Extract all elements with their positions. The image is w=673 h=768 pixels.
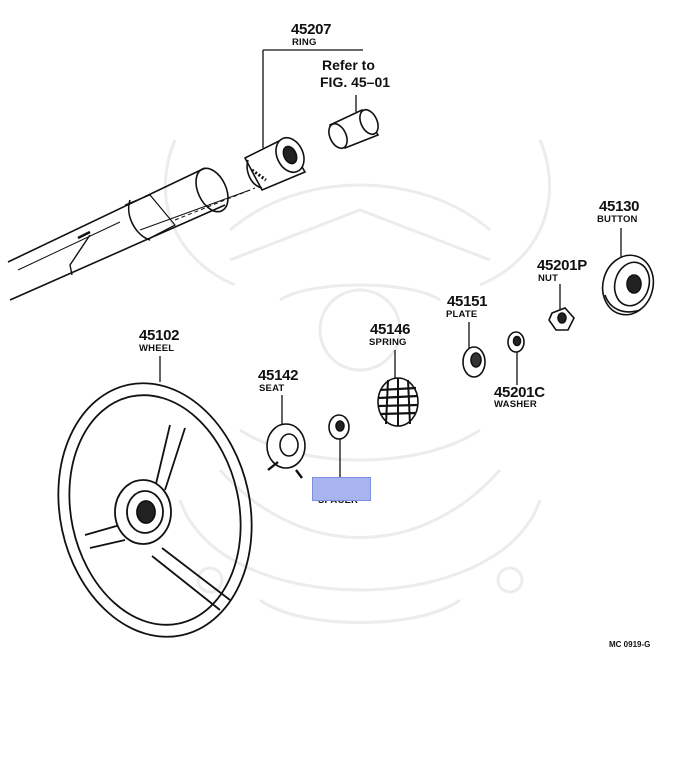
button-part	[601, 254, 655, 316]
ring-part-number: 45207	[291, 21, 332, 38]
nut-part	[548, 307, 575, 331]
button-part-number: 45130	[599, 198, 640, 215]
plate-part	[462, 346, 486, 378]
reference-note-line1: Refer to	[322, 57, 375, 73]
steering-column	[7, 167, 256, 301]
wheel-part-name: WHEEL	[139, 343, 175, 354]
spring-part-name: SPRING	[369, 337, 407, 348]
button-part-name: BUTTON	[597, 214, 638, 225]
steering-wheel-part	[57, 382, 253, 638]
plate-part-number: 45151	[447, 293, 488, 310]
washer-part-number: 45201C	[494, 384, 545, 401]
nut-part-number: 45201P	[537, 257, 587, 274]
wheel-part-number: 45102	[139, 327, 180, 344]
watermark-emblem	[163, 139, 552, 624]
leader-lines	[159, 49, 622, 477]
seat-part	[266, 423, 306, 479]
plate-part-name: PLATE	[446, 309, 478, 320]
redaction-highlight-box	[312, 477, 371, 501]
reference-note-line2: FIG. 45–01	[320, 74, 391, 90]
spring-part-number: 45146	[370, 321, 411, 338]
bushing-part	[328, 95, 380, 150]
nut-part-name: NUT	[538, 273, 559, 284]
spring-part	[377, 377, 419, 427]
seat-part-name: SEAT	[259, 383, 285, 394]
figure-code: MC 0919-G	[609, 640, 651, 649]
washer-part	[507, 331, 525, 353]
spacer-part	[328, 414, 350, 440]
seat-part-number: 45142	[258, 367, 299, 384]
ring-part-name: RING	[292, 37, 317, 48]
ring-part	[243, 136, 307, 192]
washer-part-name: WASHER	[494, 399, 537, 410]
